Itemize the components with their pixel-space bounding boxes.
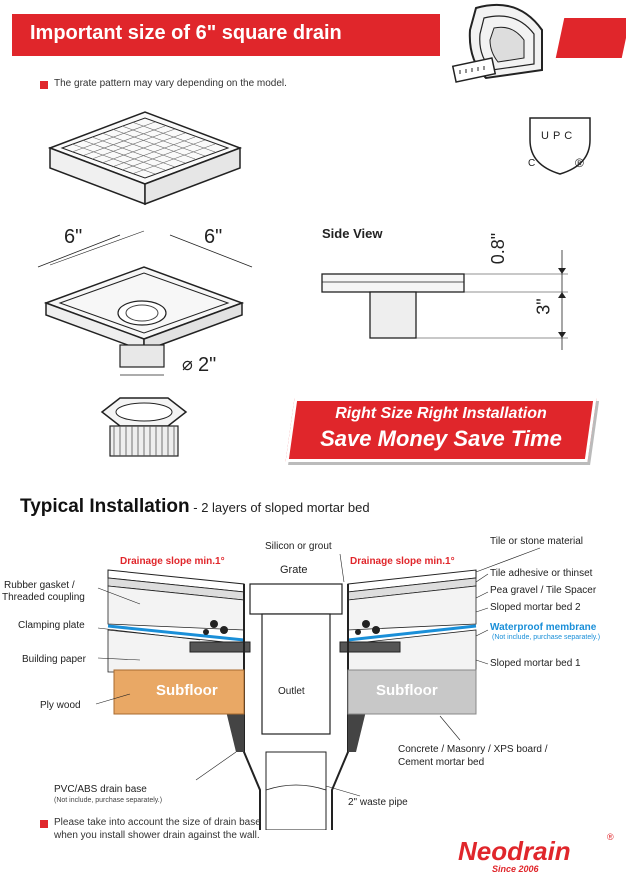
label-rubber-gasket-1: Rubber gasket / (4, 580, 75, 591)
banner-line-1: Right Size Right Installation (335, 405, 547, 422)
label-building-paper: Building paper (22, 654, 86, 665)
label-subfloor-left: Subfloor (156, 682, 218, 699)
label-rubber-gasket-2: Threaded coupling (2, 592, 85, 603)
label-tile: Tile or stone material (490, 536, 583, 547)
label-sloped-bed-2: Sloped mortar bed 2 (490, 602, 581, 613)
label-pvc-base: PVC/ABS drain base (54, 784, 147, 795)
note-bullet (40, 81, 48, 89)
red-corner-tab (555, 18, 626, 58)
installation-cross-section (95, 547, 541, 830)
drain-base-note-2: when you install shower drain against th… (54, 830, 260, 841)
label-waterproof: Waterproof membrane (490, 622, 597, 633)
label-concrete-1: Concrete / Masonry / XPS board / (398, 744, 548, 755)
side-view-illustration (321, 250, 568, 350)
brand-tagline: Since 2006 (492, 864, 539, 874)
header-bar (12, 14, 440, 56)
tape-measure-icon (451, 3, 543, 83)
side-view-label: Side View (322, 226, 383, 241)
page-title: Important size of 6" square drain (30, 22, 342, 44)
dimension-body-height: 3" (533, 298, 554, 315)
diameter-symbol: ⌀ (182, 354, 193, 374)
label-waste-pipe: 2" waste pipe (348, 797, 408, 808)
label-tile-adhesive: Tile adhesive or thinset (490, 568, 593, 579)
note-bullet-2 (40, 820, 48, 828)
label-clamping-plate: Clamping plate (18, 620, 85, 631)
installation-subtitle: - 2 layers of sloped mortar bed (189, 500, 370, 515)
label-silicon-grout: Silicon or grout (265, 541, 332, 552)
grate-illustration (47, 111, 243, 206)
drain-body-illustration (37, 230, 253, 376)
dimension-outlet: 2" (198, 354, 217, 376)
grate-pattern-note: The grate pattern may vary depending on … (54, 78, 287, 89)
label-drainage-slope-right: Drainage slope min.1° (350, 556, 455, 567)
brand-registered-mark: ® (607, 832, 614, 842)
label-sloped-bed-1: Sloped mortar bed 1 (490, 658, 581, 669)
label-pea-gravel: Pea gravel / Tile Spacer (490, 585, 597, 596)
label-concrete-2: Cement mortar bed (398, 757, 485, 768)
label-outlet: Outlet (278, 686, 305, 697)
upc-c-mark: C (528, 158, 536, 169)
upc-r-mark: ® (575, 156, 584, 170)
upc-letters: UPC (541, 130, 577, 142)
installation-title-text: Typical Installation (20, 496, 190, 517)
banner-line-2: Save Money Save Time (320, 426, 562, 451)
installation-title: Typical Installation - 2 layers of slope… (20, 496, 370, 518)
label-waterproof-note: (Not include, purchase separately.) (492, 634, 601, 641)
dimension-width-right: 6" (204, 226, 223, 248)
label-subfloor-right: Subfloor (376, 682, 438, 699)
upc-certification-icon (529, 117, 591, 175)
label-ply-wood: Ply wood (40, 700, 81, 711)
label-drainage-slope-left: Drainage slope min.1° (120, 556, 225, 567)
dimension-grate-height: 0.8" (488, 232, 509, 265)
label-grate: Grate (280, 564, 308, 576)
threaded-coupling-illustration (100, 397, 188, 457)
drain-base-note-1: Please take into account the size of dra… (54, 817, 261, 828)
dimension-width-left: 6" (64, 226, 83, 248)
label-pvc-note: (Not include, purchase separately.) (54, 797, 163, 804)
brand-logo: Neodrain (458, 836, 571, 866)
